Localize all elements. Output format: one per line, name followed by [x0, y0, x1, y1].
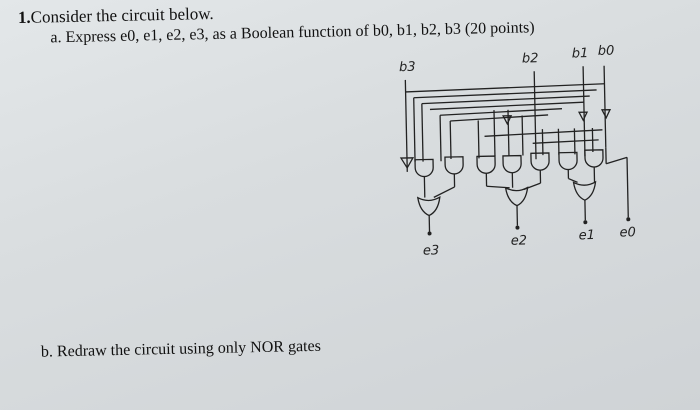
output-label-e1: e1 [578, 228, 596, 244]
input-label-b0: b0 [597, 43, 615, 59]
input-label-b3: b3 [398, 59, 416, 76]
output-label-e3: e3 [422, 243, 440, 259]
output-label-e0: e0 [619, 225, 637, 241]
input-label-b2: b2 [521, 51, 539, 67]
input-label-b1: b1 [571, 46, 589, 62]
output-label-e2: e2 [510, 233, 528, 249]
